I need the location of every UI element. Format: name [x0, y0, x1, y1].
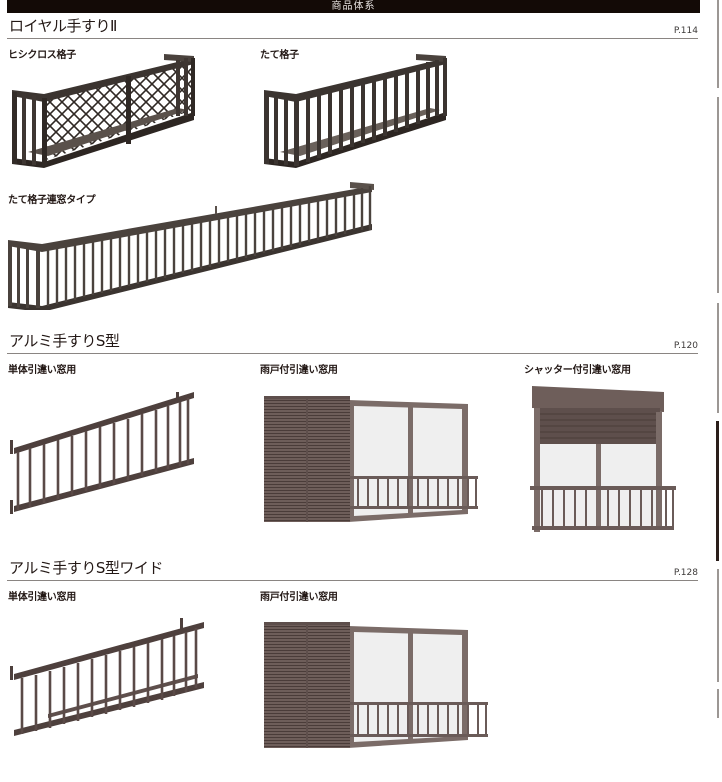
- vertical-lattice-railing-image[interactable]: [260, 48, 450, 168]
- section-header-aluminum-s-wide: アルミ手すりS型ワイド P.128: [7, 559, 698, 581]
- product-label: たて格子: [260, 50, 299, 61]
- section-title: アルミ手すりS型: [9, 332, 120, 350]
- product-label: 雨戸付引違い窓用: [260, 365, 338, 376]
- vertical-lattice-long-railing-image[interactable]: [6, 180, 376, 310]
- page-reference[interactable]: P.120: [673, 341, 698, 351]
- product-label: たて格子連窓タイプ: [8, 195, 96, 206]
- section-header-royal: ロイヤル手すりⅡ P.114: [7, 17, 698, 39]
- catalog-header-title: 商品体系: [331, 1, 376, 12]
- index-tab-marker: [717, 0, 719, 88]
- roller-shutter-window-railing-image[interactable]: [528, 384, 678, 536]
- product-label: 単体引違い窓用: [8, 365, 76, 376]
- lattice-cross-railing-image[interactable]: [8, 48, 198, 168]
- index-tab-marker-active: [716, 421, 719, 561]
- section-title: ロイヤル手すりⅡ: [9, 17, 117, 35]
- product-label: シャッター付引違い窓用: [524, 365, 631, 376]
- single-sliding-window-wide-railing-image[interactable]: [8, 618, 208, 738]
- index-tab-marker: [717, 569, 719, 682]
- storm-shutter-window-railing-image[interactable]: [262, 394, 482, 524]
- storm-shutter-window-wide-railing-image[interactable]: [262, 620, 492, 750]
- index-tab-marker: [717, 97, 719, 293]
- index-tab-marker: [717, 689, 719, 718]
- section-header-aluminum-s: アルミ手すりS型 P.120: [7, 332, 698, 354]
- product-label: ヒシクロス格子: [8, 50, 76, 61]
- catalog-header-bar: 商品体系: [7, 0, 700, 13]
- section-title: アルミ手すりS型ワイド: [9, 559, 163, 577]
- page-reference[interactable]: P.114: [673, 26, 698, 36]
- product-label: 単体引違い窓用: [8, 592, 76, 603]
- single-sliding-window-railing-image[interactable]: [8, 392, 198, 522]
- product-label: 雨戸付引違い窓用: [260, 592, 338, 603]
- index-tab-marker: [717, 303, 719, 413]
- page-reference[interactable]: P.128: [673, 568, 698, 578]
